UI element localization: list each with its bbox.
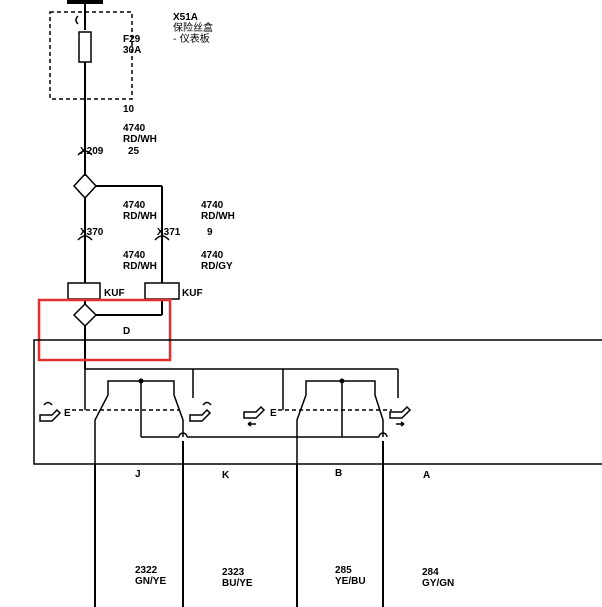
switch-right-pole-glyph: E: [270, 408, 277, 419]
wire-low-left-color: RD/WH: [123, 261, 157, 272]
wire-top-color: RD/WH: [123, 134, 157, 145]
kuf-right: KUF: [144, 282, 203, 300]
fuse-box-pin: 10: [123, 104, 135, 115]
connector-x209: X209 25: [77, 146, 140, 157]
switch-group-right: E: [243, 378, 412, 464]
kuf-right-box: [144, 282, 180, 300]
kuf-left: KUF: [67, 282, 125, 300]
wire-mid-right-circuit: 4740: [201, 200, 224, 211]
wire-k-circuit: 2323: [222, 567, 245, 578]
pin-k: K: [222, 470, 230, 481]
kuf-left-label: KUF: [104, 288, 125, 299]
wire-crossover-icon: [178, 432, 188, 438]
fuse-box-top-terminal: [67, 0, 103, 4]
fuse-label: F29: [123, 34, 141, 45]
connector-x371-icon: [154, 235, 170, 241]
connector-x209-name: X209: [80, 146, 104, 157]
seat-recline-right-icon: [189, 408, 212, 422]
connector-x209-icon: [77, 150, 93, 156]
pin-a: A: [423, 470, 430, 481]
switch-left-node: [138, 378, 144, 384]
arrow-right-icon: [202, 401, 212, 406]
wire-top-circuit: 4740: [123, 123, 146, 134]
fuse-box-name-line1: 保险丝盒: [173, 21, 213, 34]
connector-x370: X370: [77, 227, 104, 241]
kuf-right-label: KUF: [182, 288, 203, 299]
connector-x371-pin: 9: [207, 227, 213, 238]
kuf-left-box: [67, 282, 101, 300]
splice-label: D: [123, 326, 130, 337]
switch-left-contacts: [94, 380, 184, 464]
switch-left-pole-glyph: E: [64, 408, 71, 419]
fuse-box: X51A 保险丝盒 - 仪表板 F29 30A 10: [49, 0, 213, 115]
switch-right-node: [339, 378, 345, 384]
seat-recline-left-icon: [39, 408, 62, 422]
wire-low-right-circuit: 4740: [201, 250, 224, 261]
wire-k-color: BU/YE: [222, 578, 253, 589]
lower-splice-diamond: [72, 302, 98, 328]
fuse-icon: [78, 31, 92, 63]
highlight-box: [37, 298, 172, 362]
arrow-back-icon: [247, 421, 256, 427]
arrow-forward-icon: [396, 421, 405, 427]
wire-j-circuit: 2322: [135, 565, 158, 576]
seat-slide-right-icon: [389, 405, 412, 419]
wire-low-left-circuit: 4740: [123, 250, 146, 261]
connector-x371-name: X371: [157, 227, 181, 238]
seat-slide-left-icon: [243, 405, 266, 419]
connector-x209-pin: 25: [128, 146, 140, 157]
wire-a-circuit: 284: [422, 567, 439, 578]
switch-group-left: E: [39, 378, 300, 464]
arrow-left-icon: [43, 401, 53, 406]
wire-mid-right-color: RD/WH: [201, 211, 235, 222]
wire-a-color: GY/GN: [422, 578, 454, 589]
connector-x370-name: X370: [80, 227, 104, 238]
wire-mid-left-color: RD/WH: [123, 211, 157, 222]
connector-x370-icon: [77, 235, 93, 241]
pin-b: B: [335, 468, 342, 479]
wire-b-circuit: 285: [335, 565, 352, 576]
wire-mid-left-circuit: 4740: [123, 200, 146, 211]
fuse-rating: 30A: [123, 45, 141, 56]
wire-crossover-icon-2: [378, 432, 388, 438]
connector-x371: X371 9: [154, 227, 213, 241]
fuse-box-outline: [49, 11, 133, 100]
pin-j: J: [135, 469, 141, 480]
component-housing: [33, 339, 602, 465]
wire-b-color: YE/BU: [335, 576, 366, 587]
wire-low-right-color: RD/GY: [201, 261, 233, 272]
wire-j-color: GN/YE: [135, 576, 166, 587]
switch-right-contacts: [296, 380, 384, 464]
upper-splice-diamond: [72, 172, 98, 200]
fuse-terminal-hook: [75, 15, 79, 25]
fuse-box-name-line2: - 仪表板: [173, 32, 210, 45]
fuse-box-code: X51A: [173, 12, 198, 23]
